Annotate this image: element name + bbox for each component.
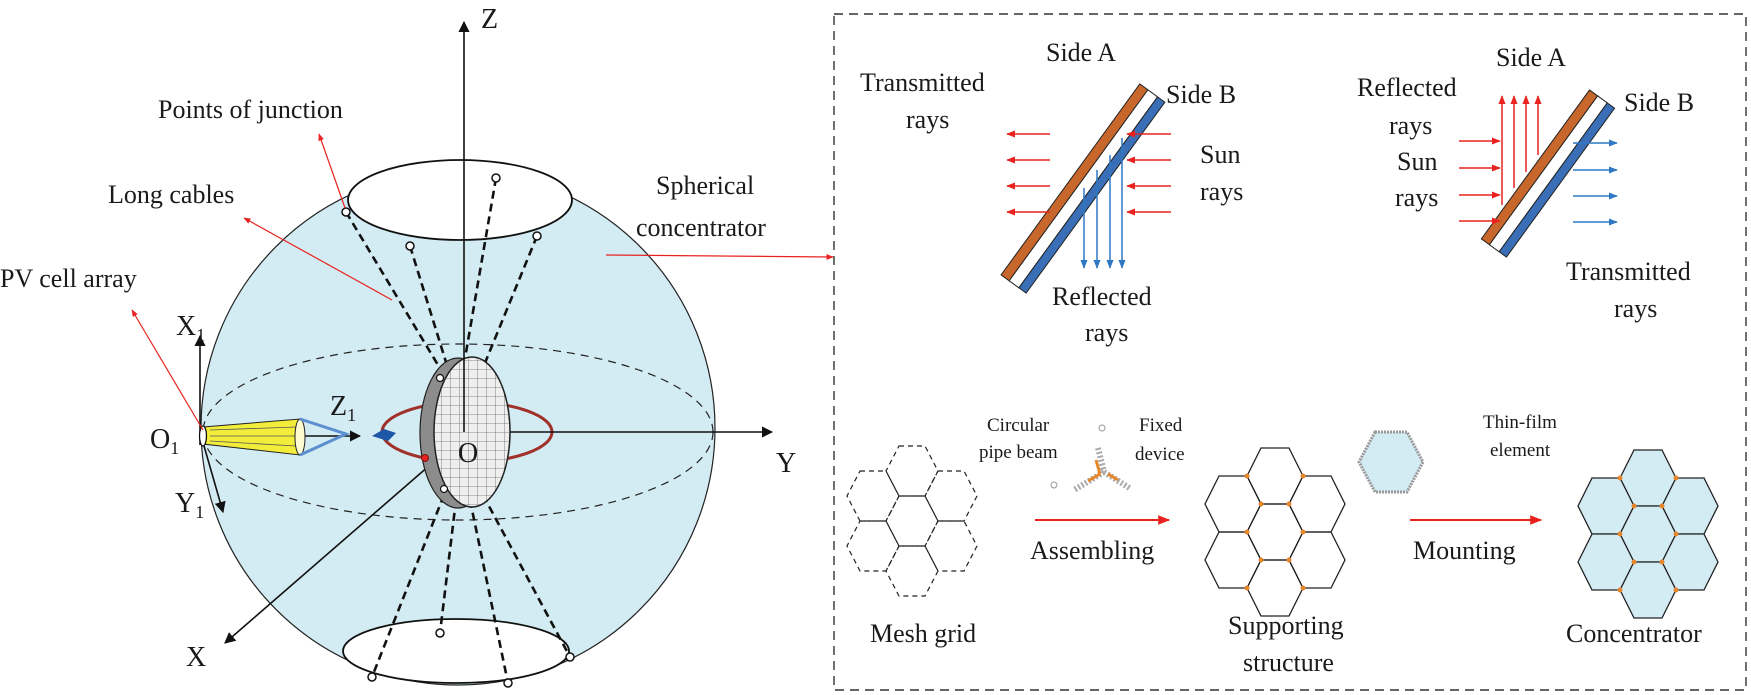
pv-cell-array-label: PV cell array [0, 264, 137, 293]
panel2-middle-layer [1488, 95, 1609, 253]
panel1-sun-1: Sun [1200, 140, 1240, 169]
panel2-reflected-2: rays [1389, 111, 1432, 140]
panel1-transmitted-1: Transmitted [860, 68, 985, 97]
top-cable-ring [347, 159, 573, 241]
detail-box [833, 13, 1747, 691]
panel-film-transmission: Side A Side B Transmitted rays Sun rays … [860, 38, 1243, 347]
panel2-reflected-rays [1498, 95, 1542, 205]
pv-support-struts [299, 417, 351, 457]
concentrator-process-label: Concentrator [1566, 619, 1702, 648]
mesh-grid-label: Mesh grid [870, 619, 976, 648]
pv-cell-array [198, 425, 208, 447]
panel2-side-b: Side B [1624, 88, 1694, 117]
panel1-reflected-rays [1080, 138, 1126, 269]
x-axis-label: X [186, 642, 206, 673]
panel1-side-b-layer [1018, 96, 1166, 294]
y-axis-label: Y [776, 448, 796, 479]
supporting-structure-hexes [1204, 447, 1346, 617]
panel-film-reflection: Side A Side B Reflected rays Sun rays Tr… [1357, 43, 1694, 323]
device-label: device [1135, 444, 1185, 465]
structure-label: structure [1243, 648, 1334, 677]
pv-cone-aperture [294, 418, 306, 456]
mesh-grid-hexes [846, 445, 978, 597]
long-cables [344, 177, 572, 684]
panel1-side-a-layer [1000, 83, 1149, 282]
thin-film-label: Thin-film [1483, 412, 1557, 433]
panel1-reflected-1: Reflected [1052, 282, 1152, 311]
o1-label: O1 [150, 424, 179, 458]
pipe-beam-label: pipe beam [979, 442, 1058, 463]
panel2-reflected-1: Reflected [1357, 73, 1457, 102]
junction-points [341, 173, 575, 688]
mirror-disk-face [433, 356, 511, 508]
supporting-label: Supporting [1228, 611, 1344, 640]
panel2-transmitted-1: Transmitted [1566, 257, 1691, 286]
panel2-sun-rays [1459, 137, 1501, 225]
z1-label: Z1 [330, 391, 356, 425]
thin-film-element [1357, 430, 1425, 494]
concentrator-label: concentrator [636, 213, 766, 242]
panel2-transmitted-2: rays [1614, 294, 1657, 323]
y1-label: Y1 [175, 488, 204, 522]
assembling-label: Assembling [1030, 536, 1154, 565]
supporting-structure-nodes [1244, 473, 1306, 591]
fixed-label: Fixed [1139, 415, 1183, 436]
left-sphere-figure: Z Y X O X1 Z1 O1 Y1 Points of junction L… [0, 4, 834, 688]
panel2-sun-1: Sun [1397, 147, 1437, 176]
spherical-label: Spherical [656, 171, 754, 200]
assembly-process: Circular pipe beam Fixed device Assembli… [846, 412, 1719, 677]
panel2-transmitted-rays [1573, 139, 1618, 226]
concentrator-hexes [1577, 449, 1719, 619]
element-label: element [1490, 440, 1551, 461]
panel1-sun-2: rays [1200, 177, 1243, 206]
bottom-cable-ring [342, 618, 570, 684]
leader-lines [131, 133, 834, 431]
panel1-reflected-2: rays [1085, 318, 1128, 347]
panel2-sun-2: rays [1395, 183, 1438, 212]
x1-label: X1 [176, 311, 205, 345]
mounting-label: Mounting [1413, 536, 1516, 565]
panel1-side-a: Side A [1046, 38, 1116, 67]
long-cables-label: Long cables [108, 180, 234, 209]
panel1-side-b: Side B [1166, 80, 1236, 109]
panel1-transmitted-rays [1006, 130, 1050, 216]
pipe-beam-junction [1050, 424, 1133, 493]
circular-label: Circular [987, 415, 1050, 436]
panel1-transmitted-2: rays [906, 105, 949, 134]
panel2-side-a: Side A [1496, 43, 1566, 72]
panel1-sun-rays [1126, 130, 1171, 216]
concentrator-nodes [1617, 475, 1679, 593]
panel2-side-b-layer [1498, 102, 1616, 258]
z-axis-label: Z [481, 4, 498, 35]
blue-receiver [372, 429, 396, 441]
points-of-junction-label: Points of junction [158, 95, 343, 124]
origin-label: O [458, 438, 478, 469]
